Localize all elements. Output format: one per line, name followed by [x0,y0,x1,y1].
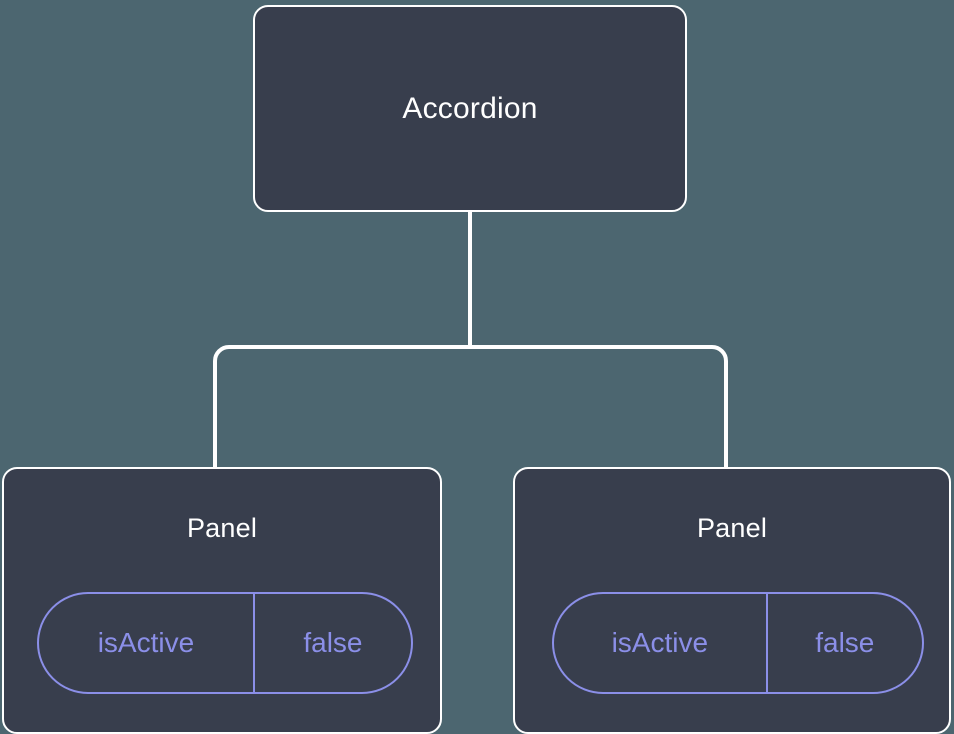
prop-value-isactive-1: false [303,627,363,658]
node-accordion[interactable]: Accordion [253,5,687,212]
node-accordion-label: Accordion [402,91,538,125]
node-panel-1[interactable]: Panel isActive false [2,467,442,734]
node-panel-2-label: Panel [696,513,768,543]
prop-value-isactive-2: false [815,627,875,658]
prop-pill-isactive-2[interactable]: isActive false [552,592,924,694]
prop-pill-isactive-1[interactable]: isActive false [37,592,413,694]
node-panel-1-label: Panel [186,513,258,543]
edge-to-panel-left [213,345,470,470]
prop-key-isactive-1: isActive [39,594,255,692]
edge-to-panel-right [470,345,728,470]
node-panel-2[interactable]: Panel isActive false [513,467,951,734]
prop-key-isactive-2: isActive [554,594,768,692]
